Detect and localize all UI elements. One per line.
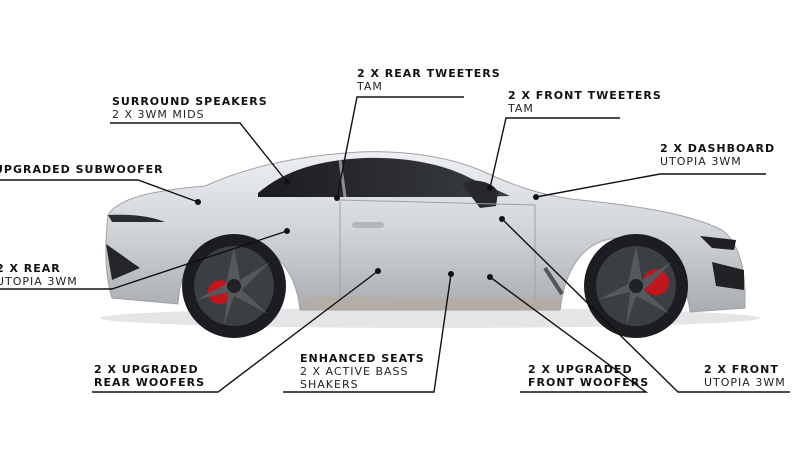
door-seam xyxy=(339,199,536,300)
rear-diffuser xyxy=(106,244,140,280)
callout-title: 2 X FRONT TWEETERS xyxy=(508,89,662,102)
callout-title: 2 X FRONT xyxy=(704,363,779,376)
callout-subtitle: TAM xyxy=(508,102,534,115)
callout-surround-speakers: SURROUND SPEAKERS 2 X 3WM MIDS xyxy=(112,95,268,121)
callout-subtitle-line2: SHAKERS xyxy=(300,378,359,391)
callout-title-line2: REAR WOOFERS xyxy=(94,376,206,389)
callout-title: ENHANCED SEATS xyxy=(300,352,425,365)
callout-title: SURROUND SPEAKERS xyxy=(112,95,268,108)
callout-subwoofer: UPGRADED SUBWOOFER xyxy=(0,163,164,176)
callout-subtitle: UTOPIA 3WM xyxy=(0,275,78,288)
callout-title: UPGRADED SUBWOOFER xyxy=(0,163,164,176)
b-pillar xyxy=(338,159,347,198)
side-vent xyxy=(543,266,564,296)
callout-subtitle: 2 X ACTIVE BASS xyxy=(300,365,409,378)
front-grille xyxy=(712,262,744,290)
taillight xyxy=(108,214,165,222)
callout-dashboard: 2 X DASHBOARD UTOPIA 3WM xyxy=(660,142,775,168)
speaker-markers xyxy=(195,179,539,280)
rear-wheel xyxy=(182,234,286,338)
leader-lines xyxy=(0,96,790,393)
rocker-panel xyxy=(300,295,560,310)
callout-title: 2 X UPGRADED xyxy=(528,363,633,376)
car-window xyxy=(258,157,510,197)
callout-subtitle: UTOPIA 3WM xyxy=(704,376,786,389)
headlight xyxy=(700,236,736,250)
front-wheel xyxy=(584,234,688,338)
callout-front-utopia: 2 X FRONT UTOPIA 3WM xyxy=(704,363,786,389)
callout-title-line2: FRONT WOOFERS xyxy=(528,376,650,389)
callout-rear-woofers: 2 X UPGRADED REAR WOOFERS xyxy=(94,363,205,389)
door-handle xyxy=(352,222,384,228)
callout-rear-tweeters: 2 X REAR TWEETERS TAM xyxy=(357,67,501,93)
callout-subtitle: 2 X 3WM MIDS xyxy=(112,108,205,121)
callout-rear-utopia: 2 X REAR UTOPIA 3WM xyxy=(0,262,78,288)
callout-front-woofers: 2 X UPGRADED FRONT WOOFERS xyxy=(528,363,649,389)
callout-title: 2 X REAR TWEETERS xyxy=(357,67,501,80)
callout-title: 2 X DASHBOARD xyxy=(660,142,776,155)
callout-subtitle: UTOPIA 3WM xyxy=(660,155,742,168)
callout-title: 2 X REAR xyxy=(0,262,61,275)
callout-front-tweeters: 2 X FRONT TWEETERS TAM xyxy=(508,89,662,115)
callout-subtitle: TAM xyxy=(357,80,383,93)
callout-enhanced-seats: ENHANCED SEATS 2 X ACTIVE BASS SHAKERS xyxy=(300,352,425,391)
callout-title: 2 X UPGRADED xyxy=(94,363,199,376)
